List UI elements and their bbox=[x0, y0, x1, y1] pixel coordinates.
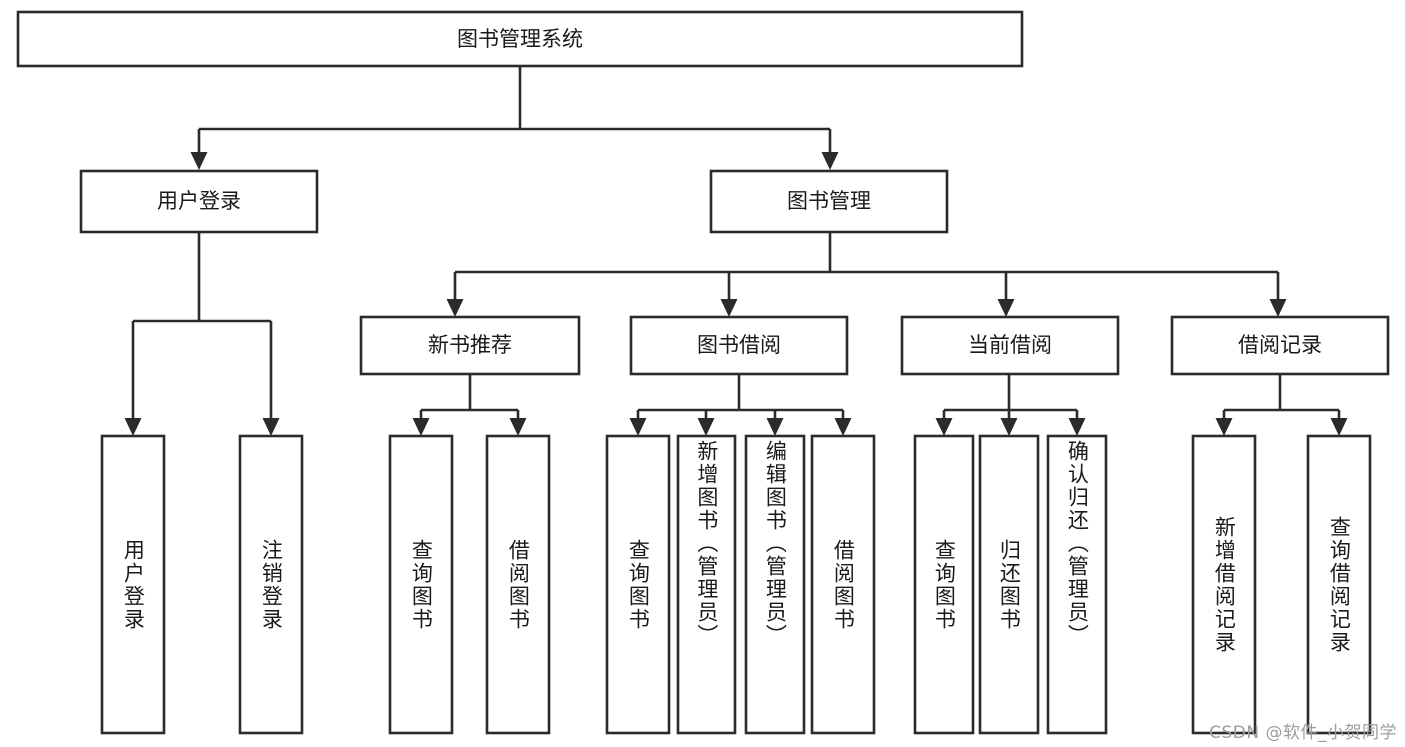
arrowhead-leaf-edit-book bbox=[766, 418, 784, 436]
leaf-box-query-book-2[interactable] bbox=[605, 434, 671, 735]
arrowhead-leaf-query-book-3 bbox=[935, 418, 953, 436]
node-new-book-recommend-label: 新书推荐 bbox=[428, 333, 512, 357]
arrowhead-book-management bbox=[821, 152, 839, 170]
arrowhead-new-book-recommend bbox=[446, 299, 464, 317]
arrowhead-leaf-user-login bbox=[124, 418, 142, 436]
connectors-current-borrow-to-leaves bbox=[935, 374, 1086, 436]
node-new-book-recommend-box[interactable] bbox=[359, 315, 581, 376]
leaf-box-confirm-return[interactable] bbox=[1046, 434, 1108, 735]
node-book-management-label: 图书管理 bbox=[787, 189, 871, 213]
node-user-login-label: 用户登录 bbox=[157, 189, 241, 213]
leaf-box-add-record[interactable] bbox=[1191, 434, 1257, 735]
connectors-user-login-to-leaves bbox=[124, 232, 280, 436]
leaf-box-edit-book[interactable] bbox=[744, 434, 806, 735]
node-current-borrow-box[interactable] bbox=[900, 315, 1120, 376]
node-book-management-box[interactable] bbox=[709, 169, 949, 234]
node-user-login-box[interactable] bbox=[79, 169, 319, 234]
arrowhead-leaf-logout-login bbox=[262, 418, 280, 436]
arrowhead-book-borrow bbox=[720, 299, 738, 317]
node-current-borrow-label: 当前借阅 bbox=[968, 333, 1052, 357]
node-current-borrow[interactable]: 当前借阅 bbox=[900, 315, 1120, 376]
arrowhead-leaf-borrow-book-2 bbox=[834, 418, 852, 436]
leaf-box-query-record[interactable] bbox=[1306, 434, 1372, 735]
node-book-management[interactable]: 图书管理 bbox=[709, 169, 949, 234]
node-borrow-record-label: 借阅记录 bbox=[1238, 333, 1322, 357]
arrowhead-leaf-add-record bbox=[1215, 418, 1233, 436]
node-root-box[interactable] bbox=[16, 10, 1024, 68]
node-new-book-recommend[interactable]: 新书推荐 bbox=[359, 315, 581, 376]
node-book-borrow-box[interactable] bbox=[629, 315, 849, 376]
connectors-root-to-level1 bbox=[190, 66, 839, 170]
node-borrow-record[interactable]: 借阅记录 bbox=[1170, 315, 1390, 376]
watermark-text: CSDN @软件_小贺同学 bbox=[1209, 723, 1397, 743]
arrowhead-leaf-confirm-return bbox=[1068, 418, 1086, 436]
arrowhead-borrow-record bbox=[1269, 299, 1287, 317]
leaf-box-user-login[interactable] bbox=[100, 434, 166, 735]
leaf-box-query-book-1[interactable] bbox=[388, 434, 454, 735]
node-book-borrow[interactable]: 图书借阅 bbox=[629, 315, 849, 376]
leaf-box-logout-login[interactable] bbox=[238, 434, 304, 735]
arrowhead-leaf-return-book bbox=[1000, 418, 1018, 436]
arrowhead-leaf-borrow-book-1 bbox=[509, 418, 527, 436]
connectors-new-book-to-leaves bbox=[412, 374, 527, 436]
arrowhead-user-login bbox=[190, 152, 208, 170]
leaf-box-query-book-3[interactable] bbox=[913, 434, 975, 735]
leaf-box-return-book[interactable] bbox=[978, 434, 1040, 735]
arrowhead-leaf-query-book-1 bbox=[412, 418, 430, 436]
node-root-label: 图书管理系统 bbox=[457, 27, 583, 51]
leaf-box-borrow-book-2[interactable] bbox=[810, 434, 876, 735]
arrowhead-leaf-add-book bbox=[697, 418, 715, 436]
connectors-book-management-to-level2 bbox=[446, 232, 1287, 317]
arrowhead-leaf-query-record bbox=[1330, 418, 1348, 436]
arrowhead-current-borrow bbox=[997, 299, 1015, 317]
node-book-borrow-label: 图书借阅 bbox=[697, 333, 781, 357]
connectors-borrow-record-to-leaves bbox=[1215, 374, 1348, 436]
node-user-login[interactable]: 用户登录 bbox=[79, 169, 319, 234]
leaf-box-borrow-book-1[interactable] bbox=[485, 434, 551, 735]
leaf-box-add-book[interactable] bbox=[676, 434, 737, 735]
node-borrow-record-box[interactable] bbox=[1170, 315, 1390, 376]
node-root[interactable]: 图书管理系统 bbox=[16, 10, 1024, 68]
connectors-book-borrow-to-leaves bbox=[629, 374, 852, 436]
arrowhead-leaf-query-book-2 bbox=[629, 418, 647, 436]
